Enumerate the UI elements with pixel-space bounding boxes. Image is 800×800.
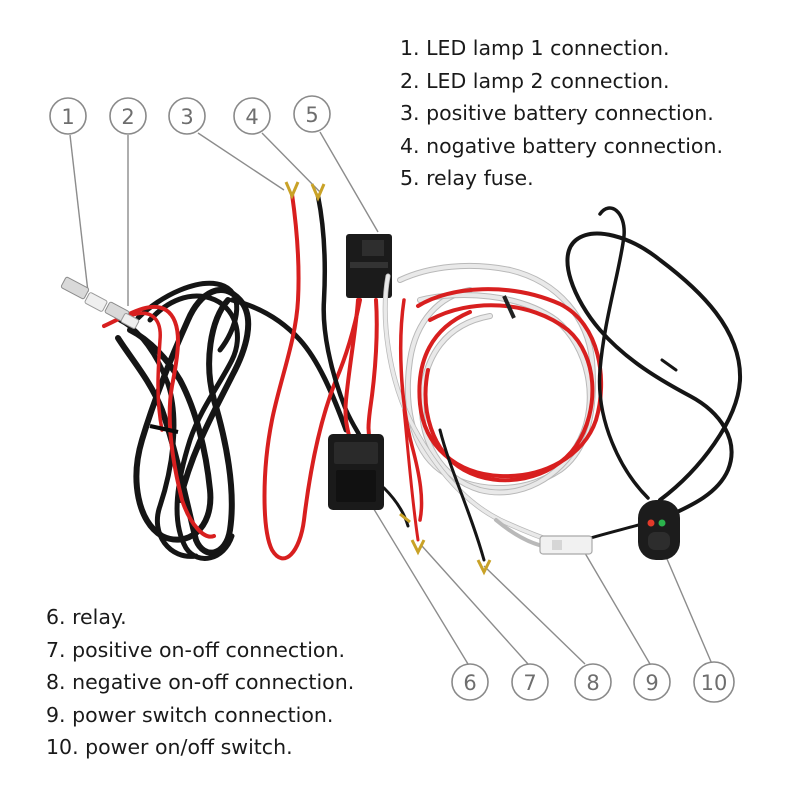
callout-6: 6 xyxy=(451,663,489,701)
fuse-holder-icon xyxy=(343,234,392,442)
legend-item-5: 5. relay fuse. xyxy=(400,166,534,190)
legend-item-9: 9. power switch connection. xyxy=(46,702,334,727)
lamp-harness-bundle xyxy=(102,280,349,561)
fork-terminal-icon xyxy=(410,539,426,556)
switch-cable xyxy=(494,206,743,555)
svg-text:4: 4 xyxy=(245,105,258,129)
leader-line-7 xyxy=(421,545,529,665)
relay-icon xyxy=(328,434,410,528)
white-red-coil xyxy=(382,262,604,562)
spade-terminal-icon xyxy=(60,276,140,329)
callout-1: 1 xyxy=(49,97,87,135)
legend-item-3: 3. positive battery connection. xyxy=(400,101,714,125)
leader-line-6 xyxy=(371,505,469,665)
svg-text:3: 3 xyxy=(180,105,193,129)
leader-line-8 xyxy=(483,565,586,665)
legend-item-4: 4. nogative battery connection. xyxy=(400,133,723,158)
power-switch-connector xyxy=(539,535,593,555)
callout-9: 9 xyxy=(633,663,671,701)
switch-icon xyxy=(638,500,680,560)
svg-text:10: 10 xyxy=(701,671,728,695)
leader-line-5 xyxy=(319,131,379,233)
callout-5: 5 xyxy=(293,95,331,133)
callout-10: 10 xyxy=(693,661,735,703)
legend-item-10: 10. power on/off switch. xyxy=(46,735,293,759)
legend-item-1: 1. LED lamp 1 connection. xyxy=(400,36,670,60)
svg-text:1: 1 xyxy=(61,105,74,129)
fork-terminal-icon xyxy=(284,181,300,200)
svg-text:2: 2 xyxy=(121,105,134,129)
legend-bottom: 6. relay. 7. positive on-off connection.… xyxy=(46,601,354,764)
svg-text:7: 7 xyxy=(523,671,536,695)
leader-lines xyxy=(69,131,713,665)
svg-text:9: 9 xyxy=(645,671,658,695)
callout-3: 3 xyxy=(168,97,206,135)
leader-line-4 xyxy=(261,132,321,193)
leader-line-1 xyxy=(69,134,89,293)
battery-leads xyxy=(262,181,363,561)
svg-text:5: 5 xyxy=(305,103,318,127)
callout-7: 7 xyxy=(511,663,549,701)
svg-text:6: 6 xyxy=(463,671,476,695)
callout-4: 4 xyxy=(233,97,271,135)
legend-top: 1. LED lamp 1 connection. 2. LED lamp 2 … xyxy=(400,32,723,195)
on-off-leads xyxy=(399,408,492,576)
leader-line-3 xyxy=(197,132,285,191)
leader-line-9 xyxy=(581,547,651,665)
svg-text:8: 8 xyxy=(586,671,599,695)
legend-item-7: 7. positive on-off connection. xyxy=(46,637,345,662)
legend-item-6: 6. relay. xyxy=(46,605,127,629)
legend-item-8: 8. negative on-off connection. xyxy=(46,670,355,694)
callout-2: 2 xyxy=(109,97,147,135)
legend-item-2: 2. LED lamp 2 connection. xyxy=(400,68,670,93)
callout-8: 8 xyxy=(574,663,612,701)
leader-line-10 xyxy=(663,551,713,665)
